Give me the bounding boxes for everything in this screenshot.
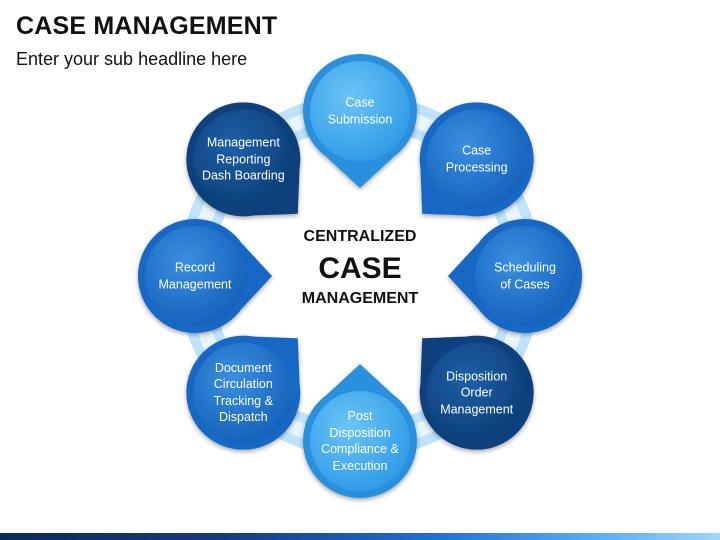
footer-bar (0, 533, 720, 540)
center-line-2: CASE (318, 252, 402, 285)
node-inner-circle (193, 109, 294, 210)
node-scheduling-of-cases (448, 219, 582, 333)
node-inner-circle (426, 109, 527, 210)
node-case-processing (419, 102, 534, 217)
center-line-1: CENTRALIZED (303, 228, 417, 245)
node-inner-circle (193, 342, 294, 443)
node-document-circulation-tracking-dispatch (186, 335, 301, 450)
node-case-submission (303, 54, 417, 188)
center-title: CENTRALIZED CASE MANAGEMENT (302, 228, 418, 308)
node-record-management (138, 219, 272, 333)
node-inner-circle (426, 342, 527, 443)
node-inner-circle (145, 226, 245, 326)
node-inner-circle (475, 226, 575, 326)
node-inner-circle (310, 61, 410, 161)
node-disposition-order-management (419, 335, 534, 450)
page-title: CASE MANAGEMENT (16, 12, 278, 40)
page-subtitle: Enter your sub headline here (16, 49, 248, 69)
node-management-reporting-dash-boarding (186, 102, 301, 217)
node-post-disposition-compliance-execution (303, 364, 417, 498)
center-line-3: MANAGEMENT (301, 290, 419, 307)
node-inner-circle (310, 391, 410, 491)
